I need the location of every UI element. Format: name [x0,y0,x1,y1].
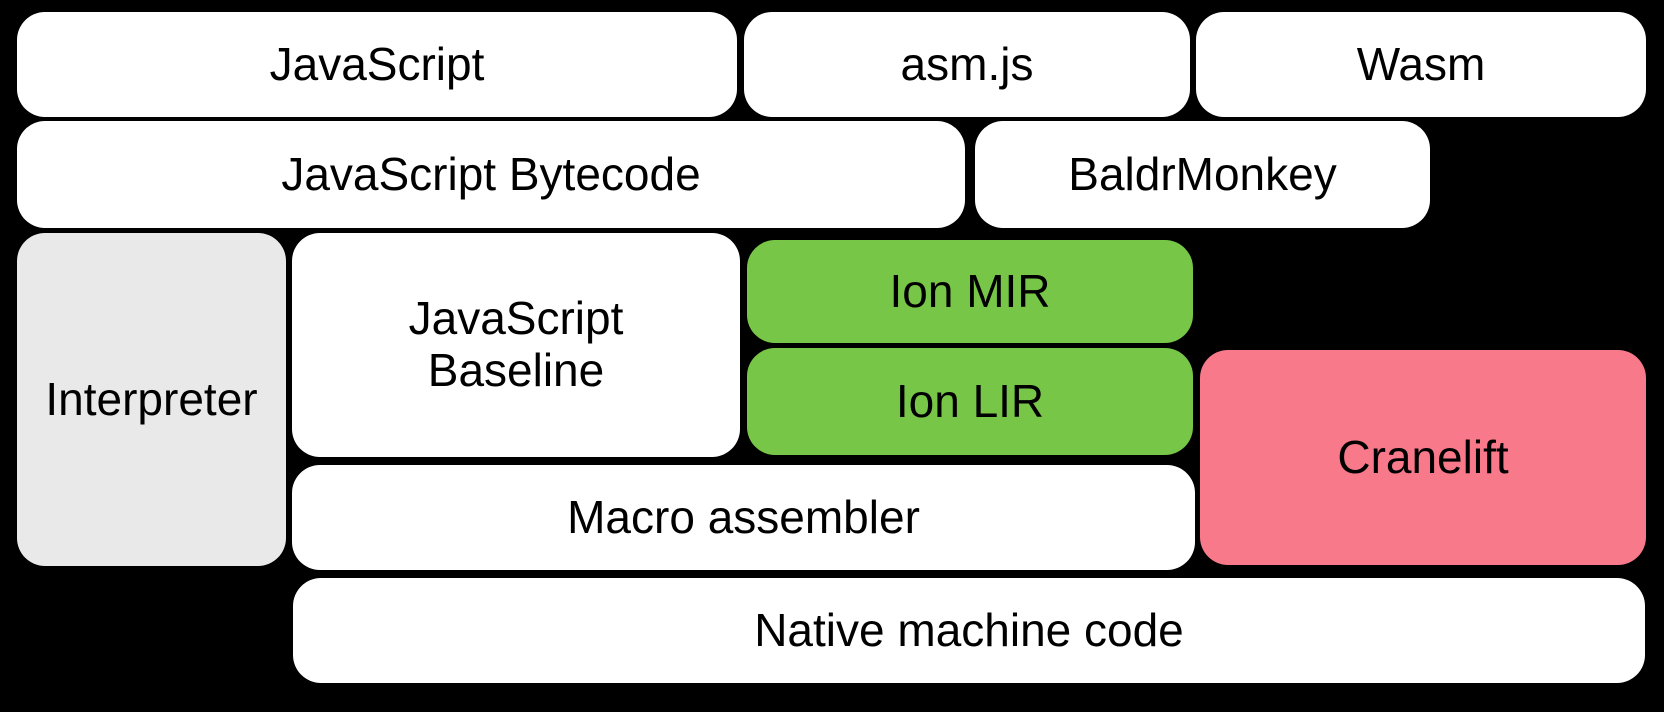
block-baldrmonkey: BaldrMonkey [975,121,1430,228]
block-cranelift: Cranelift [1200,350,1646,565]
block-javascript-baseline: JavaScript Baseline [292,233,740,457]
block-macro-assembler: Macro assembler [292,465,1195,570]
block-ion-lir: Ion LIR [747,348,1193,455]
block-ion-mir: Ion MIR [747,240,1193,343]
block-javascript-bytecode: JavaScript Bytecode [17,121,965,228]
block-native-machine-code: Native machine code [293,578,1645,683]
block-interpreter: Interpreter [17,233,286,566]
block-javascript: JavaScript [17,12,737,117]
block-wasm: Wasm [1196,12,1646,117]
block-asm-js: asm.js [744,12,1190,117]
